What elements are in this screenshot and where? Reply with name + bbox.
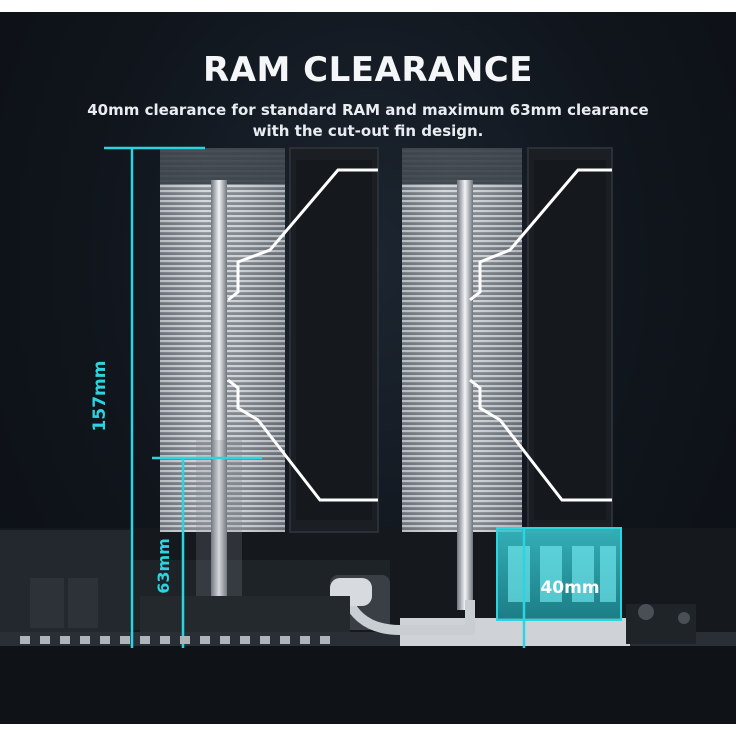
label-63mm: 63mm	[153, 538, 173, 594]
description: 40mm clearance for standard RAM and maxi…	[60, 100, 676, 142]
dimension-157mm	[104, 146, 205, 648]
right-heatpipes	[457, 180, 473, 610]
label-40mm: 40mm	[540, 578, 600, 598]
description-line-2: with the cut-out fin design.	[252, 122, 484, 140]
heading: RAM CLEARANCE	[203, 50, 533, 90]
description-line-1: 40mm clearance for standard RAM and maxi…	[87, 101, 649, 119]
left-heatpipes	[196, 180, 242, 600]
cooler-illustration	[0, 146, 736, 724]
fin-cutout-outline	[227, 168, 612, 502]
left-fan	[289, 147, 379, 533]
dimension-63mm	[152, 456, 262, 648]
cold-plate	[140, 578, 475, 635]
ram-module	[496, 527, 622, 648]
label-157mm: 157mm	[90, 360, 110, 432]
product-image: RAM CLEARANCE 40mm clearance for standar…	[0, 12, 736, 724]
mb-connectors	[20, 636, 330, 644]
